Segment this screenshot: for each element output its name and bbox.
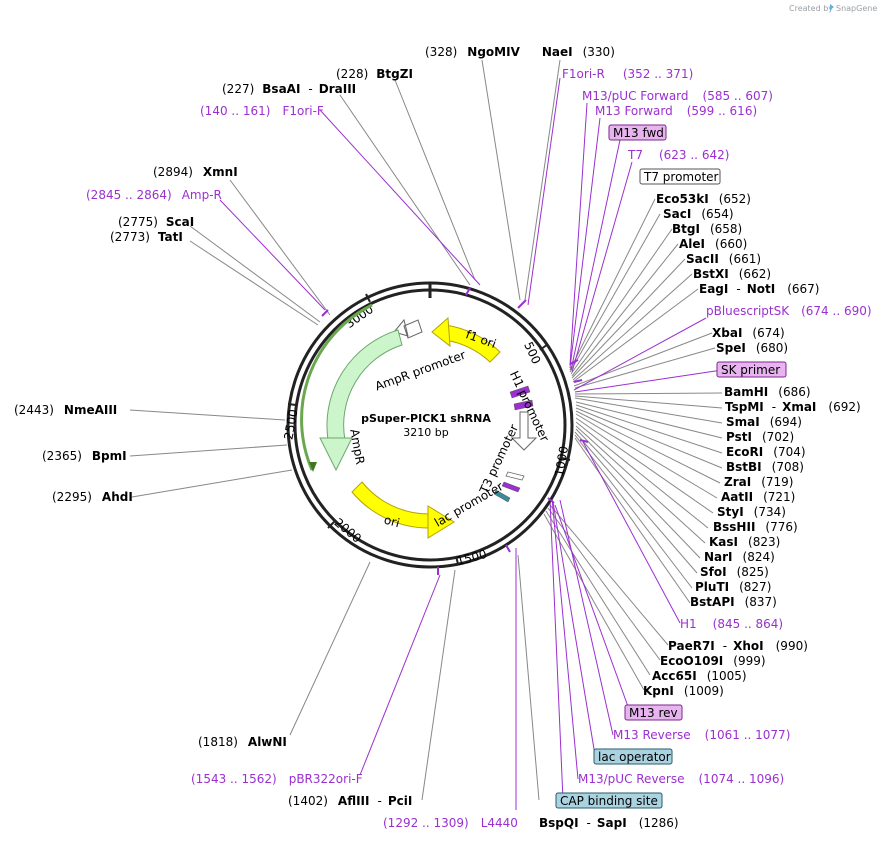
label-tspmi-xmai: TspMI-XmaI(692) <box>725 400 861 414</box>
label-t7-promoter-box: T7 promoter <box>639 168 721 185</box>
primer-leaders <box>219 77 723 810</box>
label-bspqi-sapi: BspQI-SapI(1286) <box>539 816 679 830</box>
ampr-promoter-arrow <box>393 318 423 339</box>
label-sacii: SacII(661) <box>686 252 761 266</box>
label-bsshii: BssHII(776) <box>713 520 798 534</box>
credit-text: Created by <box>789 4 833 13</box>
feature-ampr: AmpR <box>347 428 367 466</box>
label-spei: SpeI(680) <box>716 341 788 355</box>
selection-arrowhead-icon <box>309 462 317 472</box>
label-paer7i-xhoi: PaeR7I-XhoI(990) <box>668 639 808 653</box>
label-bpmi: (2365)BpmI <box>42 449 127 463</box>
label-ahdi: (2295)AhdI <box>52 490 133 504</box>
credit-brand: SnapGene <box>836 4 877 13</box>
svg-text:SK primer: SK primer <box>721 363 780 377</box>
tick-label-1000: 1000 <box>552 445 571 478</box>
feature-ori: ori <box>383 513 402 531</box>
label-pbluescriptsk: pBluescriptSK(674 .. 690) <box>706 304 872 318</box>
label-psti: PstI(702) <box>726 430 794 444</box>
tick-marks <box>287 293 571 565</box>
label-cap-site-box: CAP binding site <box>555 792 663 809</box>
label-zrai: ZraI(719) <box>724 475 793 489</box>
svg-text:lac operator: lac operator <box>598 750 671 764</box>
tick-label-2500: 2500 <box>281 408 300 441</box>
label-t7: T7(623 .. 642) <box>627 148 729 162</box>
label-m13puc-reverse: M13/pUC Reverse(1074 .. 1096) <box>578 772 784 786</box>
label-nari: NarI(824) <box>704 550 775 564</box>
label-btgzi: (228)BtgZI <box>336 67 413 81</box>
svg-text:M13 fwd: M13 fwd <box>613 126 664 140</box>
primer-ticks <box>321 287 589 575</box>
h1-promoter-arrow <box>510 411 538 451</box>
plasmid-name: pSuper-PICK1 shRNA <box>361 412 491 425</box>
label-bstxi: BstXI(662) <box>693 267 771 281</box>
label-l4440: (1292 .. 1309)L4440 <box>383 816 518 830</box>
label-bstapi: BstAPI(837) <box>690 595 777 609</box>
label-eagi-noti: EagI-NotI(667) <box>699 282 819 296</box>
label-afliii-pcii: (1402)AflIII-PciI <box>288 794 412 808</box>
tick-label-500: 500 <box>521 340 543 367</box>
label-saci: SacI(654) <box>663 207 734 221</box>
label-pbr322ori-f: (1543 .. 1562)pBR322ori-F <box>191 772 363 786</box>
label-alei: AleI(660) <box>679 237 747 251</box>
f1-ori-arc <box>444 324 501 363</box>
label-xmni: (2894)XmnI <box>153 165 238 179</box>
label-pluti: PluTI(827) <box>695 580 771 594</box>
label-xbai: XbaI(674) <box>712 326 785 340</box>
connector-lines <box>129 59 723 801</box>
snapgene-credit: Created by SnapGene <box>789 4 877 13</box>
label-m13-forward: M13 Forward(599 .. 616) <box>595 104 757 118</box>
label-kasi: KasI(823) <box>709 535 780 549</box>
label-ecoo109i: EcoO109I(999) <box>660 654 766 668</box>
snapgene-logo-icon <box>830 4 834 10</box>
label-bsaai-draiii: (227)BsaAI-DraIII <box>222 82 356 96</box>
label-bstbi: BstBI(708) <box>726 460 804 474</box>
label-h1: H1(845 .. 864) <box>680 617 783 631</box>
label-bamhi: BamHI(686) <box>724 385 811 399</box>
label-scai: (2775)ScaI <box>118 215 194 229</box>
label-f1ori-f: (140 .. 161)F1ori-F <box>200 104 324 118</box>
label-tati: (2773)TatI <box>110 230 183 244</box>
tick-label-1500: 1500 <box>455 547 488 568</box>
label-acc65i: Acc65I(1005) <box>652 669 747 683</box>
label-ecori: EcoRI(704) <box>726 445 806 459</box>
label-kpni: KpnI(1009) <box>643 684 724 698</box>
label-f1ori-r: F1ori-R(352 .. 371) <box>562 67 693 81</box>
svg-text:CAP binding site: CAP binding site <box>560 794 658 808</box>
svg-text:M13 rev: M13 rev <box>629 706 678 720</box>
label-m13-rev-box: M13 rev <box>624 704 683 721</box>
label-nmeaiii: (2443)NmeAIII <box>14 403 117 417</box>
f1-ori-arrowhead-icon <box>431 316 451 348</box>
svg-text:T7 promoter: T7 promoter <box>643 170 719 184</box>
feature-lac-promoter: lac promoter <box>432 479 506 530</box>
ori-arrowhead-icon <box>427 505 455 539</box>
label-alwni: (1818)AlwNI <box>198 735 287 749</box>
mcs-features <box>493 385 534 503</box>
label-sk-primer-box: SK primer <box>716 361 787 378</box>
label-amp-r: (2845 .. 2864)Amp-R <box>86 188 222 202</box>
plasmid-length: 3210 bp <box>403 426 448 439</box>
label-aatii: AatII(721) <box>721 490 795 504</box>
ampr-arrowhead-icon <box>319 437 353 472</box>
label-m13-reverse: M13 Reverse(1061 .. 1077) <box>613 728 790 742</box>
label-styi: StyI(734) <box>717 505 786 519</box>
label-sfoi: SfoI(825) <box>700 565 769 579</box>
label-lac-operator-box: lac operator <box>593 748 673 765</box>
label-m13-fwd-box: M13 fwd <box>608 124 667 141</box>
selection-arc <box>300 303 373 471</box>
label-smai: SmaI(694) <box>726 415 802 429</box>
feature-ampr-promoter: AmpR promoter <box>373 348 467 394</box>
label-eco53ki: Eco53kI(652) <box>656 192 751 206</box>
label-m13puc-fwd: M13/pUC Forward(585 .. 607) <box>582 89 773 103</box>
label-btgi: BtgI(658) <box>672 222 742 236</box>
